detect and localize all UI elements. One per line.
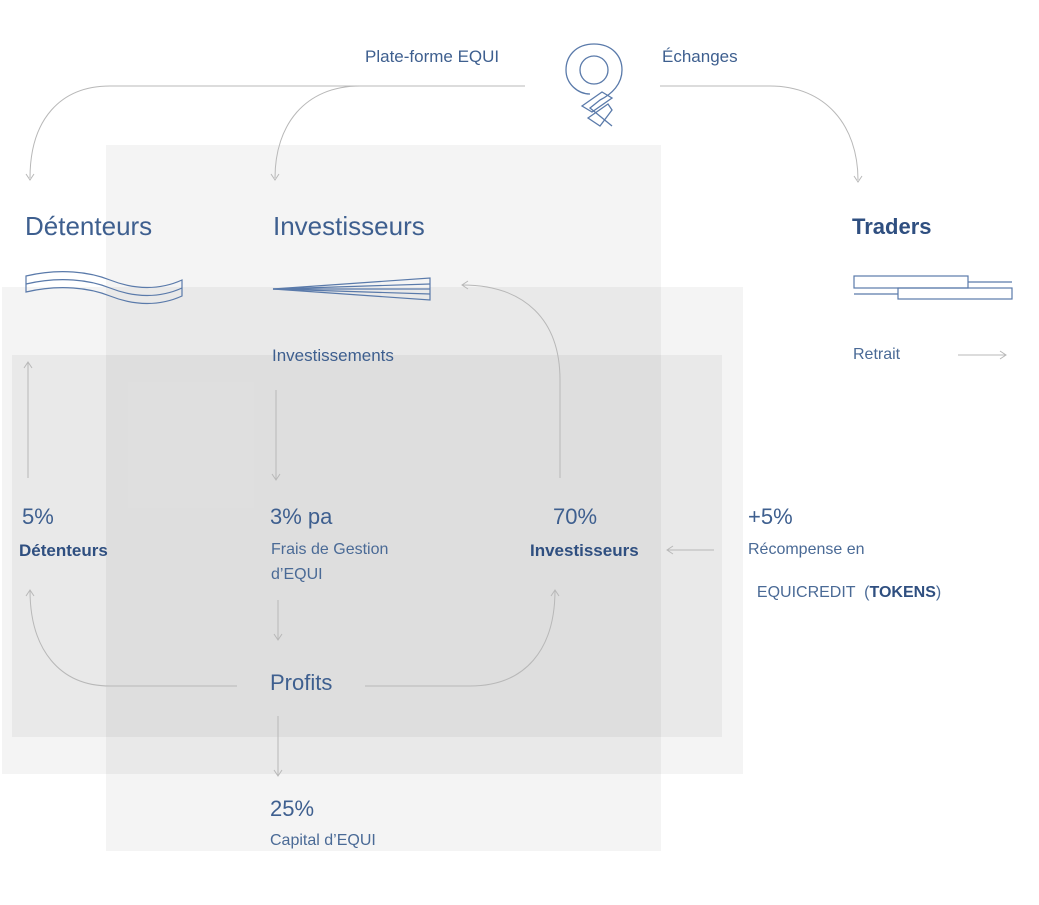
arrow-platform-to-investors — [274, 85, 525, 179]
reward-label-line2: EQUICREDIT (TOKENS) — [748, 566, 941, 602]
reward-percent: +5% — [748, 504, 793, 529]
holders-share-label: Détenteurs — [19, 541, 108, 560]
arrowhead-holders-top — [25, 173, 35, 181]
capital-label: Capital d’EQUI — [270, 832, 376, 849]
arrowhead-holders-up — [23, 361, 33, 369]
investors-wedge-icon — [272, 277, 431, 301]
arrowhead-withdrawal — [999, 350, 1007, 360]
investors-title: Investisseurs — [273, 211, 425, 241]
capital-percent: 25% — [270, 796, 315, 821]
background-panel-wide — [2, 287, 743, 774]
arrowhead-profits-investors — [550, 589, 560, 597]
arrow-profits-to-investors — [365, 589, 556, 687]
arrowhead-profits-down — [273, 769, 283, 777]
arrowhead-fees-down — [273, 633, 283, 641]
withdrawal-label: Retrait — [853, 346, 901, 363]
background-panel-inner — [12, 355, 722, 737]
arrow-platform-to-holders — [29, 85, 525, 179]
investors-percent: 70% — [553, 504, 598, 529]
arrowhead-reward — [666, 545, 674, 555]
arrow-profits-to-holders — [29, 589, 237, 687]
arrowhead-traders-top — [853, 175, 863, 183]
investors-share-label: Investisseurs — [530, 541, 639, 560]
arrow-investors-loop — [461, 284, 561, 478]
reward-label-tokens: TOKENS — [869, 584, 936, 601]
traders-title: Traders — [852, 214, 932, 239]
profits-label: Profits — [270, 670, 333, 695]
investments-label: Investissements — [272, 346, 394, 365]
reward-label-text: EQUICREDIT ( — [756, 584, 870, 601]
exchanges-label: Échanges — [662, 47, 738, 66]
arrowhead-investments-down — [271, 473, 281, 481]
arrowhead-investors-loop — [461, 280, 469, 290]
equi-logo-icon — [565, 43, 623, 127]
management-fee-percent: 3% pa — [270, 504, 333, 529]
arrowhead-investors-top — [270, 173, 280, 181]
management-fee-label-line1: Frais de Gestion — [271, 541, 389, 558]
reward-label-line1: Récompense en — [748, 541, 865, 558]
traders-bars-icon — [853, 275, 1013, 300]
arrow-exchanges-to-traders — [660, 85, 859, 181]
holders-percent: 5% — [22, 504, 54, 529]
arrowhead-profits-holders — [25, 589, 35, 597]
holders-wave-icon — [25, 271, 183, 305]
platform-label: Plate-forme EQUI — [365, 47, 500, 66]
reward-label-close: ) — [935, 584, 942, 601]
holders-title: Détenteurs — [25, 211, 153, 241]
management-fee-label-line2: d’EQUI — [271, 566, 323, 583]
background-panel-large — [106, 145, 661, 851]
